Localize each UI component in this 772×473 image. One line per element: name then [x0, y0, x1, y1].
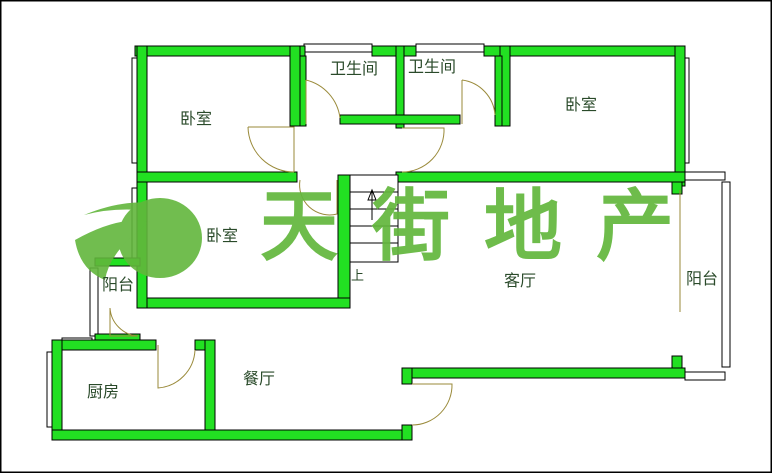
- label-bathroom-1: 卫生间: [330, 59, 379, 78]
- walls: [51, 45, 686, 441]
- label-bathroom-2: 卫生间: [408, 57, 457, 76]
- label-balcony-right: 阳台: [686, 269, 719, 288]
- watermark-text: 天街地产: [260, 182, 709, 272]
- label-stairs-up: 上: [351, 269, 365, 285]
- label-balcony-left: 阳台: [102, 275, 135, 294]
- label-bedroom-middle: 卧室: [206, 226, 239, 245]
- label-dining-room: 餐厅: [243, 369, 276, 388]
- label-kitchen: 厨房: [87, 382, 120, 401]
- label-bedroom-top-left: 卧室: [180, 109, 213, 128]
- logo-icon: [75, 198, 202, 280]
- label-living-room: 客厅: [504, 271, 537, 290]
- doors: [109, 79, 681, 426]
- stairs: [349, 174, 399, 263]
- label-bedroom-top-right: 卧室: [565, 95, 598, 114]
